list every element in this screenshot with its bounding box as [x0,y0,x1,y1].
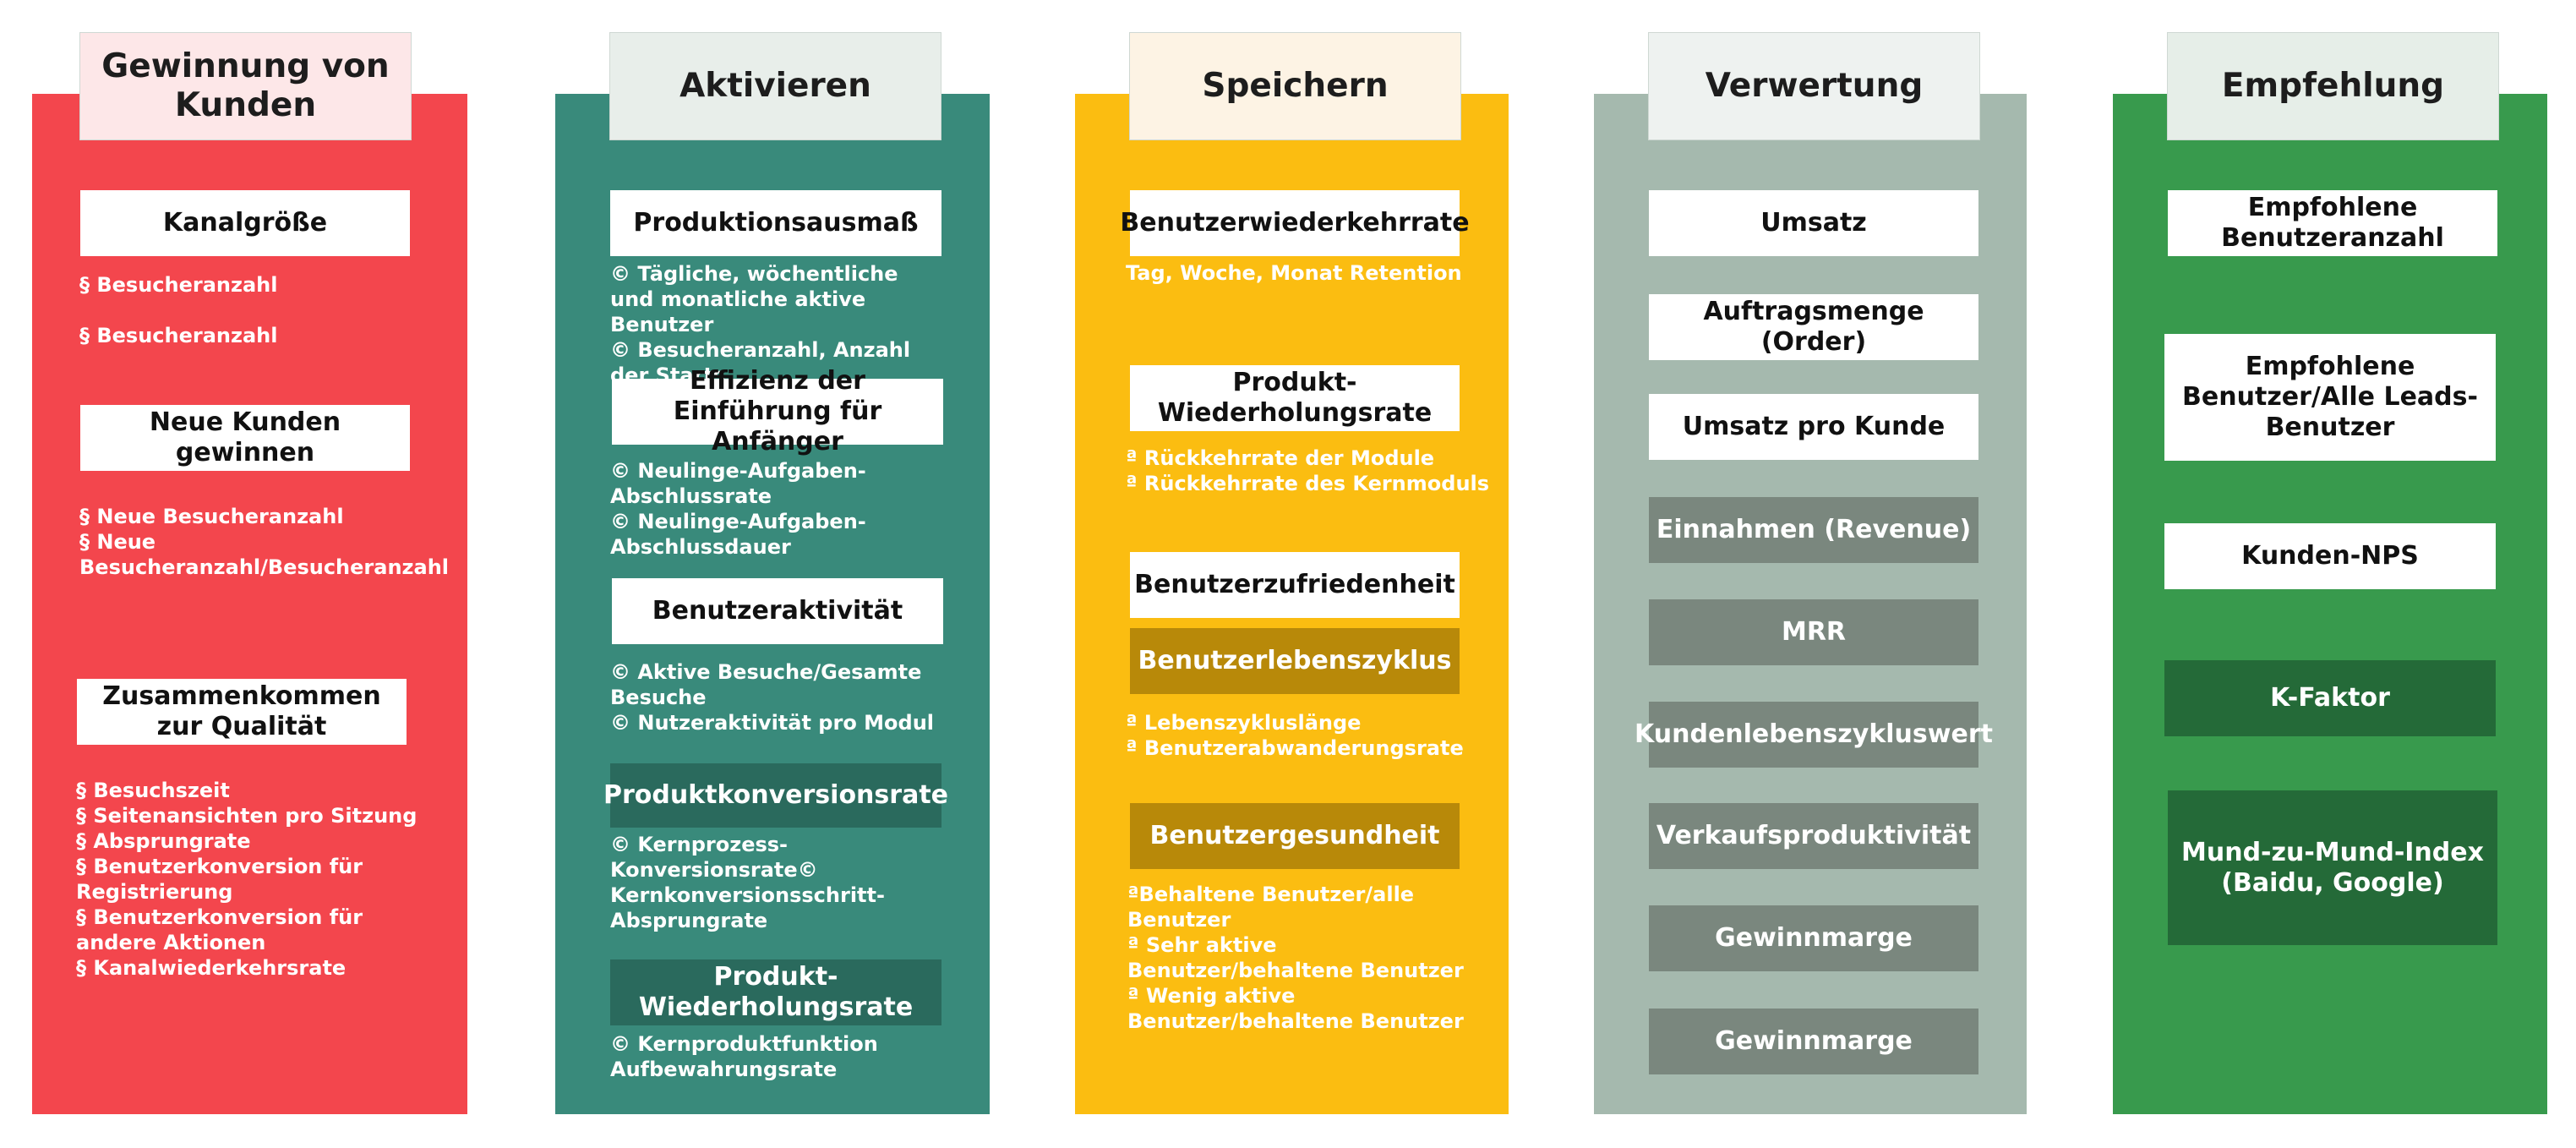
label-benutzerzufriedenheit: Benutzerzufriedenheit [1130,552,1460,618]
label-mund-zu-mund-index: Mund-zu-Mund-Index (Baidu, Google) [2168,790,2497,945]
label-produkt-wiederholungsrate-speichern: Produkt-Wiederholungsrate [1130,365,1460,431]
label-produkt-wiederholungsrate-aktiv: Produkt-Wiederholungsrate [610,959,941,1025]
label-empfohlene-benutzeranzahl: Empfohlene Benutzeranzahl [2168,190,2497,256]
label-produktkonversionsrate: Produktkonversionsrate [603,763,948,828]
label-neue-kunden: Neue Kunden gewinnen [80,405,410,471]
label-gewinnmarge-2: Gewinnmarge [1649,1009,1978,1074]
label-verkaufsproduktivitaet: Verkaufsproduktivität [1649,803,1978,869]
header-referral: Empfehlung [2167,32,2499,140]
column-acquisition [32,94,467,1114]
label-benutzeraktivitaet: Benutzeraktivität [612,578,943,644]
label-produktionsausmass: Produktionsausmaß [610,190,941,256]
label-kunden-nps: Kunden-NPS [2164,523,2496,589]
label-einfuehrung: Effizienz der Einführung für Anfänger [612,366,943,456]
label-benutzerwiederkehrrate: Benutzerwiederkehrrate [1120,190,1470,256]
label-kanalgroesse: Kanalgröße [80,190,410,256]
label-umsatz: Umsatz [1649,190,1978,256]
detail-retention: Tag, Woche, Monat Retention [1126,261,1462,285]
detail-neue-besucher: § Neue Besucheranzahl § Neue Besucheranz… [79,505,450,579]
detail-lebenszyklus: ª Lebenszykluslänge ª Benutzerabwanderun… [1126,711,1464,760]
detail-qualitaet: § Besuchszeit § Seitenansichten pro Sitz… [76,779,418,980]
header-acquisition: Gewinnung von Kunden [79,32,412,140]
label-qualitaet: Zusammenkommen zur Qualität [77,679,407,745]
detail-aktive-besuche: © Aktive Besuche/Gesamte Besuche © Nutze… [610,660,935,735]
label-einnahmen: Einnahmen (Revenue) [1649,497,1978,563]
label-empfohlene-benutzer-leads: Empfohlene Benutzer/Alle Leads-Benutzer [2164,334,2496,461]
header-retention: Speichern [1129,32,1461,140]
detail-behaltene-benutzer: ªBehaltene Benutzer/alle Benutzer ª Sehr… [1127,883,1464,1033]
detail-besucheranzahl-2: § Besucheranzahl [79,324,278,347]
label-umsatz-pro-kunde: Umsatz pro Kunde [1649,394,1978,460]
label-benutzerlebenszyklus: Benutzerlebenszyklus [1130,628,1460,694]
detail-rueckkehrrate: ª Rückkehrrate der Module ª Rückkehrrate… [1126,446,1490,495]
detail-kernproduktfunktion: © Kernproduktfunktion Aufbewahrungsrate [610,1032,878,1081]
header-revenue: Verwertung [1648,32,1980,140]
detail-besucheranzahl-1: § Besucheranzahl [79,273,278,297]
label-gewinnmarge-1: Gewinnmarge [1649,905,1978,971]
header-activation: Aktivieren [609,32,941,140]
label-kundenlebenszykluswert: Kundenlebenszykluswert [1635,702,1993,768]
label-mrr: MRR [1649,599,1978,665]
label-k-faktor: K-Faktor [2164,660,2496,736]
detail-kernprozess: © Kernprozess-Konversionsrate© Kernkonve… [610,833,885,932]
detail-neulinge: © Neulinge-Aufgaben-Abschlussrate © Neul… [610,459,866,559]
label-auftragsmenge: Auftragsmenge (Order) [1649,294,1978,360]
label-benutzergesundheit: Benutzergesundheit [1130,803,1460,869]
